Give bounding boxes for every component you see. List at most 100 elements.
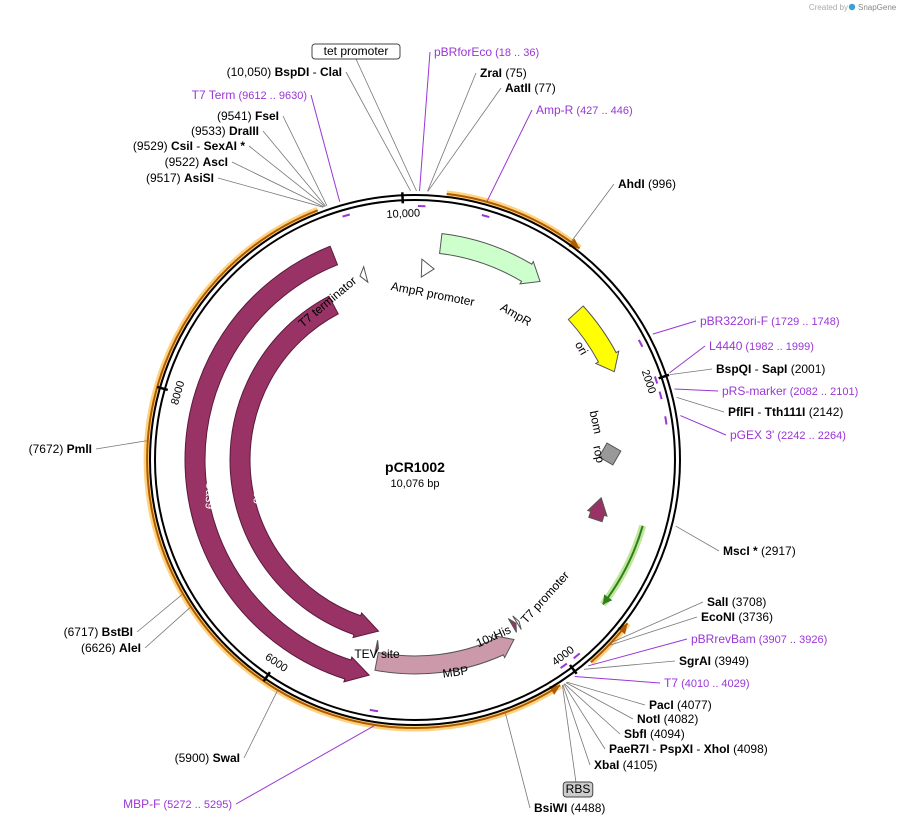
backbone-inner-ring: [154, 199, 676, 721]
leader-line: [262, 130, 326, 207]
label-pbr322: pBR322ori-F (1729 .. 1748): [700, 314, 840, 328]
leader-line: [652, 320, 697, 335]
leader-line: [565, 682, 634, 720]
tick-label: 8000: [169, 379, 187, 406]
label-pbrrev: pBRrevBam (3907 .. 3926): [691, 632, 827, 646]
orf-arrowhead-icon: [617, 623, 628, 635]
leader-line: [562, 684, 591, 766]
leader-line: [419, 51, 431, 192]
label-t7term-p: T7 Term (9612 .. 9630): [192, 88, 307, 102]
feature-cas9-outer: [184, 245, 371, 683]
label-sbf: SbfI (4094): [624, 727, 685, 741]
leader-line: [675, 525, 720, 552]
feature-label: T7 terminator: [296, 274, 360, 331]
label-asc: (9522) AscI: [165, 155, 228, 169]
leader-line: [574, 675, 661, 684]
feature-label: T7 promoter: [518, 568, 572, 626]
feature-rop: [586, 496, 608, 523]
leader-line: [355, 58, 417, 192]
feature-label: AmpR promoter: [390, 279, 476, 309]
feature-label: rop: [590, 444, 607, 464]
label-tet: tet promoter: [324, 44, 389, 58]
label-ampr-p: Amp-R (427 .. 446): [536, 103, 633, 117]
plasmid-length: 10,076 bp: [391, 478, 440, 490]
label-bspd: (10,050) BspDI - ClaI: [227, 65, 342, 79]
orf-glow: [600, 524, 647, 607]
primer-mark: [560, 662, 568, 669]
leader-line: [588, 638, 688, 667]
label-rbs: RBS: [566, 782, 591, 796]
primer-mark: [481, 214, 490, 219]
feature-bom: [598, 442, 622, 466]
feature-mbp: [374, 635, 515, 675]
tick-mark: [568, 664, 578, 675]
feature-t7-terminator: [359, 265, 369, 284]
primer-mark: [342, 213, 351, 218]
leader-line: [669, 345, 706, 374]
feature-cas9-inner: [229, 295, 380, 639]
leader-line: [231, 161, 325, 208]
feature-label: Cas9: [251, 476, 266, 505]
feature-label: AmpR: [498, 300, 534, 329]
leader-line: [248, 145, 326, 207]
label-zra: ZraI (75): [480, 66, 527, 80]
feature-ampr: [439, 233, 541, 285]
tick-label: 6000: [263, 651, 290, 675]
label-econ: EcoNI (3736): [701, 610, 773, 624]
label-not: NotI (4082): [637, 712, 698, 726]
feature-label: ori: [572, 339, 591, 358]
primer-mark: [664, 416, 668, 425]
label-bspq: BspQI - SapI (2001): [716, 362, 825, 376]
orf-arrowhead-icon: [602, 594, 613, 605]
label-ale: (6626) AleI: [81, 641, 141, 655]
backbone-outer-ring: [149, 194, 681, 726]
leader-line: [613, 601, 704, 643]
tick-label: 10,000: [386, 207, 420, 221]
created-by-label: Created by: [809, 3, 848, 12]
label-dra: (9533) DraIII: [191, 124, 259, 138]
brand-label: SnapGene: [858, 3, 897, 12]
label-xba: XbaI (4105): [594, 758, 657, 772]
label-swa: (5900) SwaI: [175, 751, 240, 765]
leader-line: [571, 183, 615, 242]
tick-label: 2000: [639, 368, 658, 395]
feature-label: bom: [587, 409, 606, 435]
feature-label: TEV site: [354, 647, 400, 661]
label-pflf: PflFI - Tth111I (2142): [728, 405, 843, 419]
leader-line: [583, 660, 676, 670]
label-fse: (9541) FseI: [217, 109, 279, 123]
label-t7p: T7 (4010 .. 4029): [664, 676, 750, 690]
label-ahd: AhdI (996): [618, 177, 676, 191]
feature-t7-promoter: [512, 615, 522, 630]
label-pac: PacI (4077): [649, 698, 712, 712]
label-pml: (7672) PmlI: [29, 442, 92, 456]
label-pgex: pGEX 3' (2242 .. 2264): [730, 428, 846, 442]
label-asisi: (9517) AsiSI: [146, 171, 214, 185]
label-sal: SalI (3708): [707, 595, 766, 609]
leader-line: [566, 681, 646, 706]
leader-line: [676, 396, 725, 413]
plasmid-name: pCR1002: [385, 459, 445, 475]
feature-label: MBP: [442, 663, 470, 680]
label-aat: AatII (77): [505, 81, 556, 95]
feature-ampr-promoter: [420, 258, 435, 279]
tick-mark: [262, 671, 271, 682]
feature-tev-site: [373, 640, 379, 657]
orf-line: [446, 192, 581, 250]
tick-label: 4000: [550, 644, 577, 668]
primer-mark: [658, 391, 663, 400]
leader-line: [217, 177, 324, 208]
feature-ori: [567, 305, 620, 373]
tick-mark: [156, 385, 169, 392]
leader-line: [505, 713, 531, 809]
leader-line: [670, 368, 713, 376]
tick-mark: [658, 373, 670, 380]
feature-label: Cas9: [203, 481, 218, 510]
primer-mark: [369, 708, 379, 713]
label-tet-box: [311, 43, 401, 60]
leader-line: [610, 616, 698, 646]
tick-mark: [401, 192, 405, 204]
leader-line: [563, 683, 606, 750]
leader-line: [427, 87, 502, 192]
leader-line: [486, 109, 533, 202]
